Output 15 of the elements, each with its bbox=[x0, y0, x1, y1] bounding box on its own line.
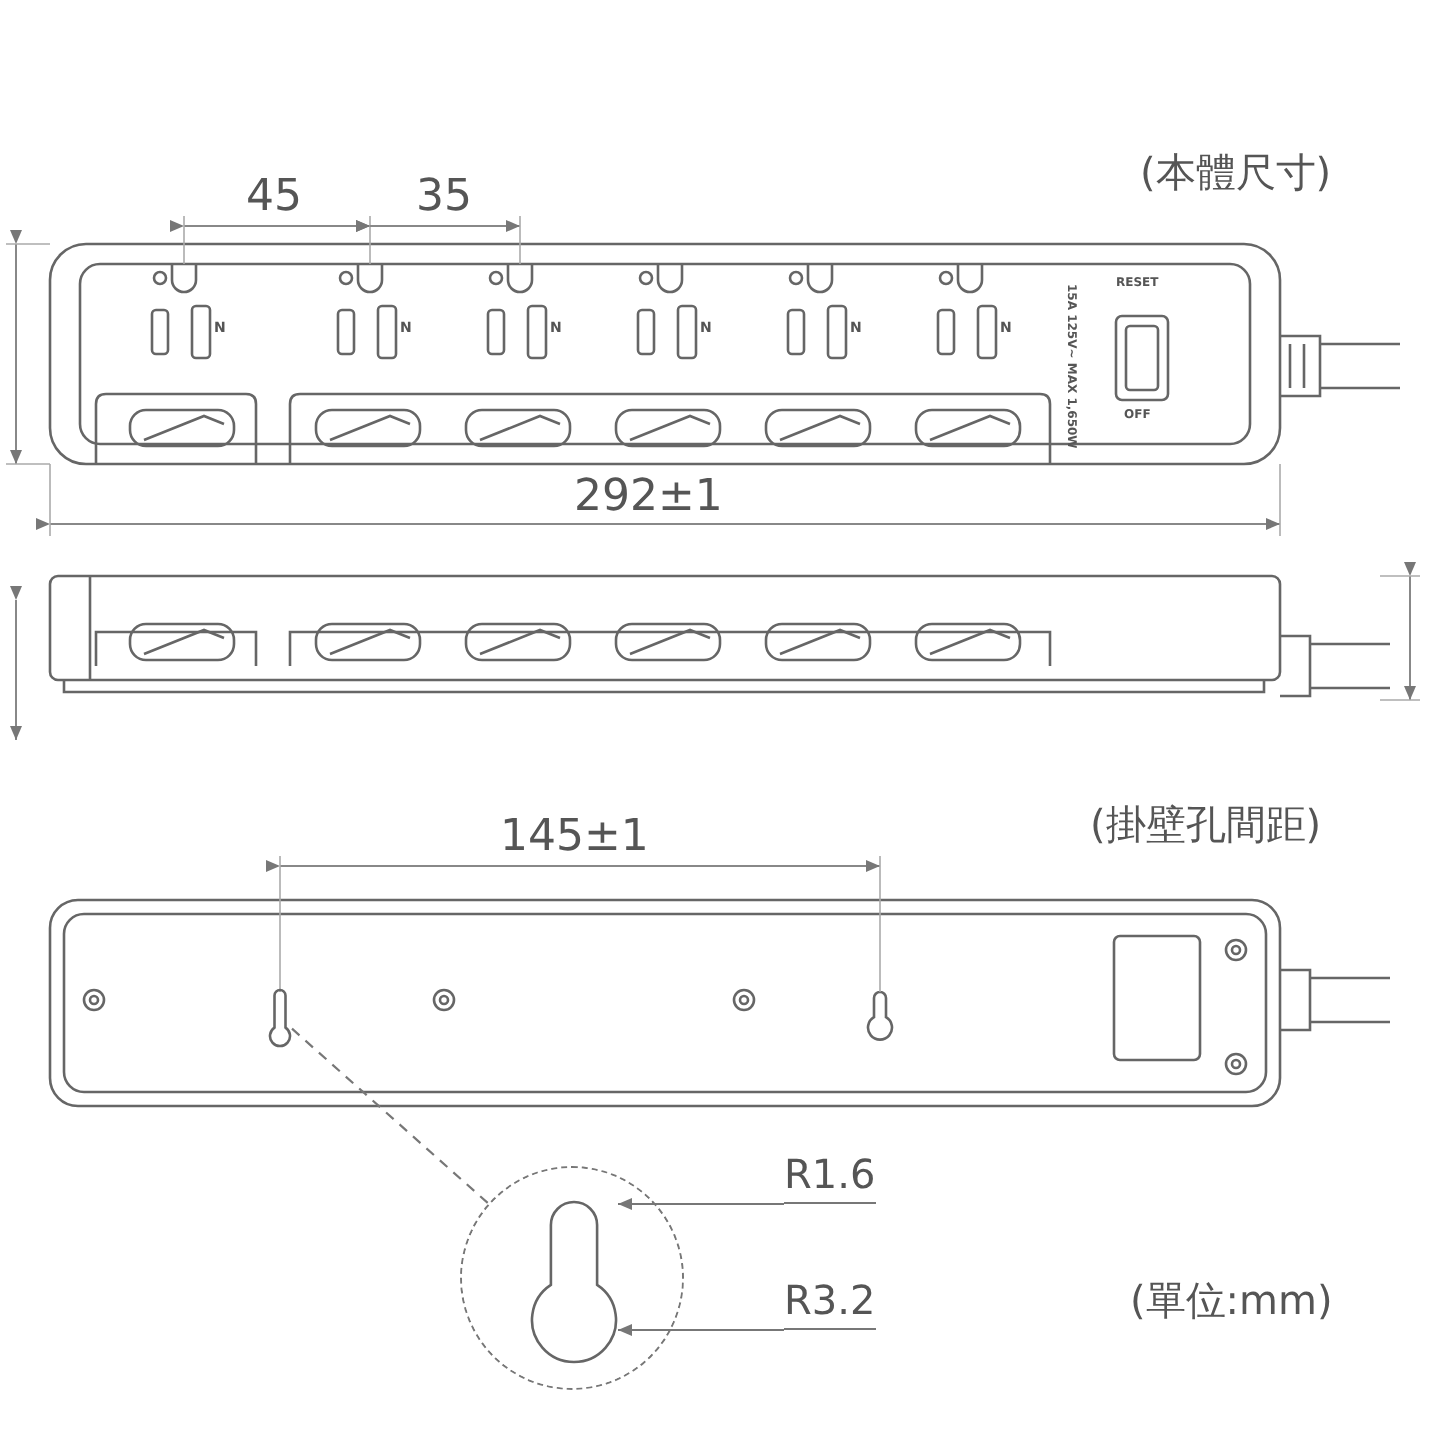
radius-label: R1.6 bbox=[784, 1154, 876, 1204]
radius-label: R3.2 bbox=[784, 1280, 876, 1330]
unit-note: (單位:mm) bbox=[1130, 1280, 1333, 1320]
leader-line bbox=[618, 1198, 784, 1210]
keyhole bbox=[530, 1200, 618, 1364]
dimension-text: 292±1 bbox=[574, 476, 723, 520]
detail-circle bbox=[460, 1166, 684, 1390]
dimension-text: 45 bbox=[246, 176, 302, 220]
view-caption: (本體尺寸) bbox=[1140, 152, 1332, 192]
view-caption: (掛壁孔間距) bbox=[1090, 804, 1322, 844]
keyhole bbox=[268, 988, 292, 1048]
leader-line bbox=[291, 1027, 490, 1205]
dimension-text: 145±1 bbox=[500, 816, 649, 860]
leader-line bbox=[618, 1324, 784, 1336]
dimension-text: 35 bbox=[416, 176, 472, 220]
